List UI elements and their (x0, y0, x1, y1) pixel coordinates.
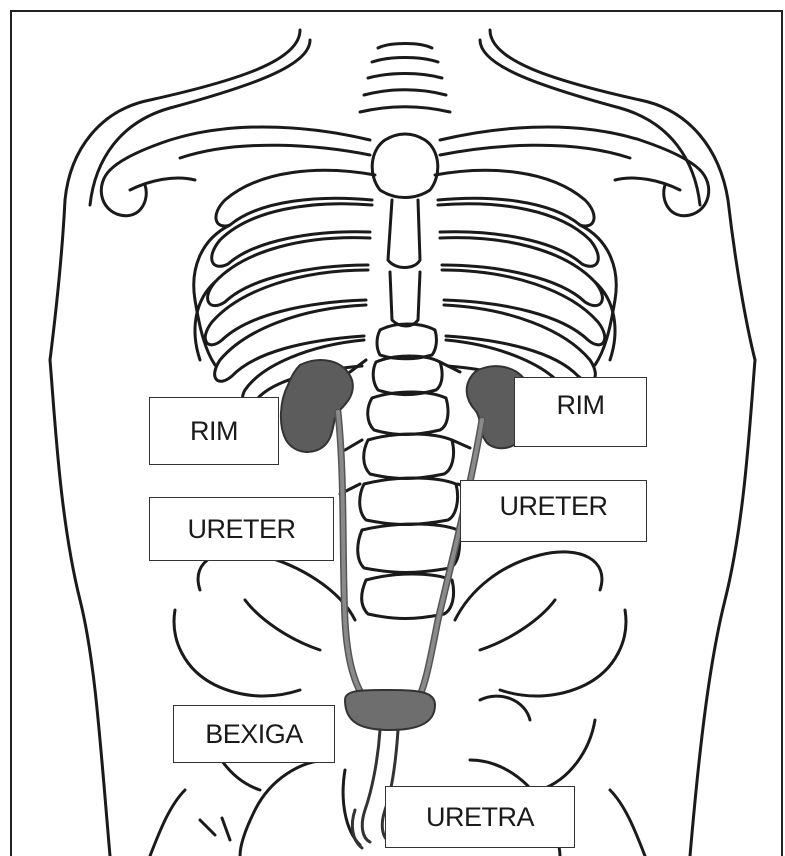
shoulder-joints (101, 170, 708, 216)
bladder (345, 690, 435, 730)
label-ureter-left: URETER (460, 480, 647, 542)
label-uretra-text: URETRA (426, 802, 534, 833)
label-rim-left: RIM (514, 377, 647, 447)
ribs-left (435, 170, 616, 403)
torso-outline (50, 30, 755, 360)
label-ureter-right-text: URETER (187, 514, 295, 545)
label-bexiga-text: BEXIGA (205, 719, 303, 750)
cervical-spine (360, 44, 450, 113)
label-rim-right: RIM (149, 397, 279, 465)
label-rim-left-text: RIM (557, 390, 605, 421)
kidneys (281, 360, 531, 452)
label-uretra: URETRA (385, 786, 575, 848)
label-ureter-left-text: URETER (499, 491, 607, 522)
sternum (372, 134, 438, 326)
label-rim-right-text: RIM (190, 416, 238, 447)
label-bexiga: BEXIGA (173, 705, 335, 763)
ribs-right (194, 170, 375, 403)
label-ureter-right: URETER (149, 497, 334, 561)
